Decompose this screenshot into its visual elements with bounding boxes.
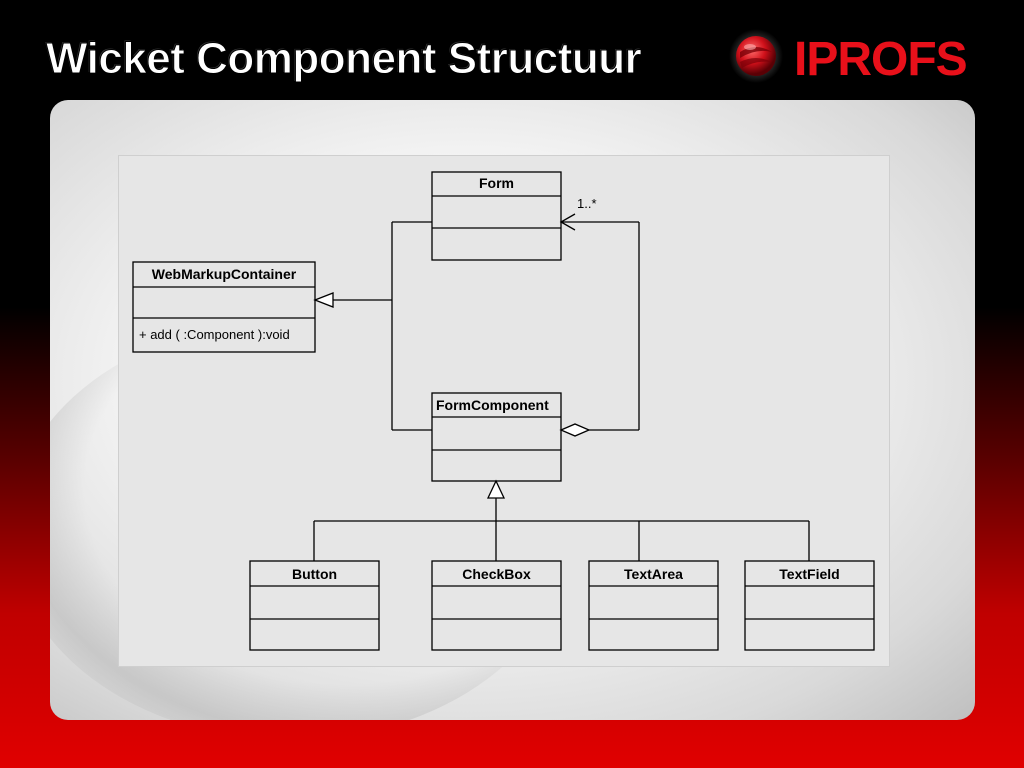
class-web-markup-container-name: WebMarkupContainer (152, 266, 297, 282)
class-text-area (588, 560, 719, 651)
multiplicity-label: 1..* (577, 196, 597, 211)
generalization-to-web-markup-container (313, 221, 432, 431)
uml-diagram-canvas: Form WebMarkupContainer + add ( :Compone… (132, 171, 875, 651)
logo-sphere-icon (729, 29, 783, 83)
class-form-name: Form (479, 175, 514, 191)
logo-text: IPROFS (794, 33, 968, 86)
class-checkbox-name: CheckBox (462, 566, 531, 582)
class-text-area-name: TextArea (624, 566, 683, 582)
generalization-to-form-component (313, 479, 810, 561)
class-web-markup-container (132, 261, 316, 353)
iprofs-logo: IPROFS (728, 28, 988, 88)
aggregation-form-component-to-form (559, 213, 640, 437)
uml-class-diagram: Form WebMarkupContainer + add ( :Compone… (118, 155, 890, 667)
class-form-component-name: FormComponent (436, 397, 549, 413)
class-button-name: Button (292, 566, 337, 582)
class-web-markup-container-operation: + add ( :Component ):void (139, 327, 290, 342)
slide-title: Wicket Component Structuur (45, 34, 642, 84)
class-text-field-name: TextField (779, 566, 839, 582)
class-form (431, 171, 562, 261)
